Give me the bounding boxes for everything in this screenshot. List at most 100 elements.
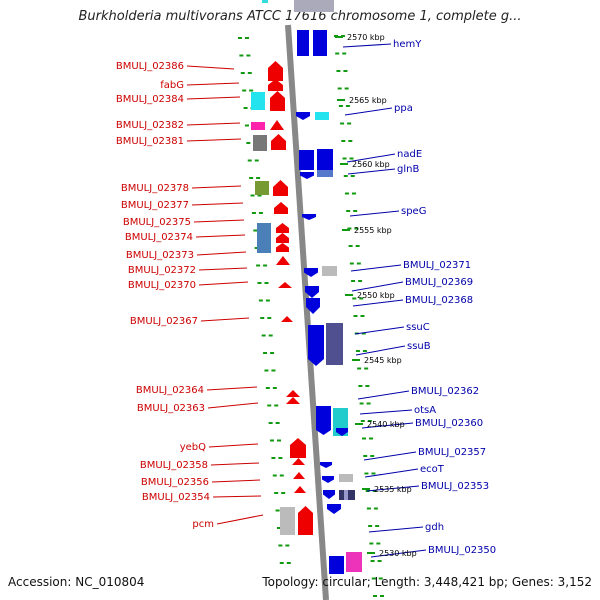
gene-label-right[interactable]: glnB bbox=[397, 164, 419, 175]
gene-label-right[interactable]: BMULJ_02360 bbox=[415, 418, 483, 429]
gene-label-left[interactable]: BMULJ_02375 bbox=[123, 217, 191, 228]
gene-label-right[interactable]: otsA bbox=[414, 405, 436, 416]
gene-label-right[interactable]: BMULJ_02357 bbox=[418, 447, 486, 458]
gene-feature[interactable] bbox=[316, 425, 331, 435]
gene-label-left[interactable]: BMULJ_02364 bbox=[136, 385, 204, 396]
tick-mark-inner-right bbox=[368, 525, 373, 527]
gene-feature[interactable] bbox=[308, 346, 324, 366]
tick-mark-outer-left bbox=[264, 369, 269, 372]
gene-label-right[interactable]: ppa bbox=[394, 103, 413, 114]
gene-label-left[interactable]: BMULJ_02354 bbox=[142, 492, 210, 503]
label-leader-line bbox=[186, 138, 242, 142]
gene-feature[interactable] bbox=[280, 507, 295, 535]
gene-feature[interactable] bbox=[299, 150, 314, 170]
gene-label-right[interactable]: BMULJ_02368 bbox=[405, 295, 473, 306]
gene-feature[interactable] bbox=[255, 181, 269, 195]
gene-feature[interactable] bbox=[278, 282, 292, 288]
gene-label-left[interactable]: BMULJ_02356 bbox=[141, 477, 209, 488]
gene-feature[interactable] bbox=[313, 30, 327, 56]
gene-label-right[interactable]: speG bbox=[401, 206, 426, 217]
gene-label-left[interactable]: BMULJ_02363 bbox=[137, 403, 205, 414]
gene-feature[interactable] bbox=[276, 223, 289, 233]
gene-label-left[interactable]: BMULJ_02370 bbox=[128, 280, 196, 291]
gene-label-right[interactable]: ssuC bbox=[406, 322, 430, 333]
gene-feature[interactable] bbox=[262, 0, 268, 3]
gene-feature[interactable] bbox=[271, 134, 286, 150]
gene-feature[interactable] bbox=[270, 91, 285, 111]
gene-label-right[interactable]: nadE bbox=[397, 149, 422, 160]
gene-feature[interactable] bbox=[322, 476, 334, 483]
gene-label-left[interactable]: BMULJ_02367 bbox=[130, 316, 198, 327]
gene-feature[interactable] bbox=[268, 79, 283, 91]
gene-feature[interactable] bbox=[339, 474, 353, 482]
gene-label-right[interactable]: hemY bbox=[393, 39, 422, 50]
gene-feature[interactable] bbox=[298, 506, 313, 535]
gene-label-right[interactable]: BMULJ_02350 bbox=[428, 545, 496, 556]
gene-feature[interactable] bbox=[276, 243, 289, 252]
gene-feature[interactable] bbox=[286, 390, 300, 397]
gene-feature[interactable] bbox=[322, 266, 337, 276]
gene-feature[interactable] bbox=[251, 92, 265, 110]
gene-label-left[interactable]: BMULJ_02372 bbox=[128, 265, 196, 276]
gene-feature[interactable] bbox=[326, 323, 343, 365]
gene-feature[interactable] bbox=[304, 268, 318, 277]
gene-label-left[interactable]: BMULJ_02381 bbox=[116, 136, 184, 147]
gene-feature[interactable] bbox=[293, 472, 305, 479]
tick-mark-outer-left bbox=[275, 509, 280, 512]
gene-label-right[interactable]: BMULJ_02362 bbox=[411, 386, 479, 397]
gene-label-left[interactable]: pcm bbox=[192, 519, 214, 530]
gene-feature[interactable] bbox=[300, 172, 314, 179]
gene-feature[interactable] bbox=[273, 180, 288, 196]
gene-label-right[interactable]: ecoT bbox=[420, 464, 445, 475]
gene-feature[interactable] bbox=[302, 214, 316, 220]
tick-mark-inner-right bbox=[370, 560, 375, 562]
gene-feature[interactable] bbox=[294, 0, 334, 12]
gene-label-left[interactable]: BMULJ_02382 bbox=[116, 120, 184, 131]
gene-label-right[interactable]: ssuB bbox=[407, 341, 431, 352]
gene-label-left[interactable]: BMULJ_02377 bbox=[121, 200, 189, 211]
gene-feature[interactable] bbox=[274, 202, 288, 214]
tick-mark-outer-right bbox=[361, 332, 366, 335]
gene-feature[interactable] bbox=[292, 458, 305, 465]
gene-label-left[interactable]: BMULJ_02358 bbox=[140, 460, 208, 471]
gene-label-right[interactable]: gdh bbox=[425, 522, 444, 533]
gene-feature[interactable] bbox=[315, 112, 329, 120]
gene-feature[interactable] bbox=[336, 428, 348, 436]
gene-feature[interactable] bbox=[317, 170, 333, 177]
gene-feature[interactable] bbox=[327, 504, 341, 514]
gene-feature[interactable] bbox=[270, 120, 284, 130]
gene-feature[interactable] bbox=[297, 30, 309, 56]
gene-feature[interactable] bbox=[257, 223, 271, 253]
gene-feature[interactable] bbox=[276, 233, 289, 243]
gene-label-left[interactable]: yebQ bbox=[180, 442, 206, 453]
gene-label-left[interactable]: BMULJ_02386 bbox=[116, 61, 184, 72]
gene-feature[interactable] bbox=[329, 556, 344, 574]
gene-label-right[interactable]: BMULJ_02353 bbox=[421, 481, 489, 492]
gene-feature[interactable] bbox=[276, 256, 290, 265]
gene-feature[interactable] bbox=[290, 438, 306, 458]
gene-feature[interactable] bbox=[323, 490, 335, 499]
gene-label-left[interactable]: BMULJ_02373 bbox=[126, 250, 194, 261]
gene-label-right[interactable]: BMULJ_02369 bbox=[405, 277, 473, 288]
gene-feature[interactable] bbox=[296, 112, 310, 120]
gene-feature[interactable] bbox=[316, 406, 331, 426]
gene-feature[interactable] bbox=[317, 149, 333, 171]
gene-label-left[interactable]: BMULJ_02378 bbox=[121, 183, 189, 194]
label-leader-line bbox=[211, 479, 261, 483]
gene-feature[interactable] bbox=[308, 325, 324, 347]
gene-feature[interactable] bbox=[253, 135, 267, 151]
gene-feature[interactable] bbox=[281, 316, 293, 322]
gene-label-left[interactable]: BMULJ_02374 bbox=[125, 232, 193, 243]
gene-feature[interactable] bbox=[305, 286, 319, 298]
gene-feature[interactable] bbox=[306, 298, 320, 314]
gene-feature[interactable] bbox=[286, 397, 300, 404]
gene-feature[interactable] bbox=[251, 122, 265, 130]
gene-feature[interactable] bbox=[346, 552, 362, 572]
gene-label-left[interactable]: fabG bbox=[160, 80, 184, 91]
gene-feature[interactable] bbox=[268, 61, 283, 81]
gene-feature[interactable] bbox=[294, 486, 306, 493]
gene-feature[interactable] bbox=[320, 462, 332, 468]
gene-label-left[interactable]: BMULJ_02384 bbox=[116, 94, 184, 105]
gene-feature[interactable] bbox=[344, 490, 348, 500]
gene-label-right[interactable]: BMULJ_02371 bbox=[403, 260, 471, 271]
